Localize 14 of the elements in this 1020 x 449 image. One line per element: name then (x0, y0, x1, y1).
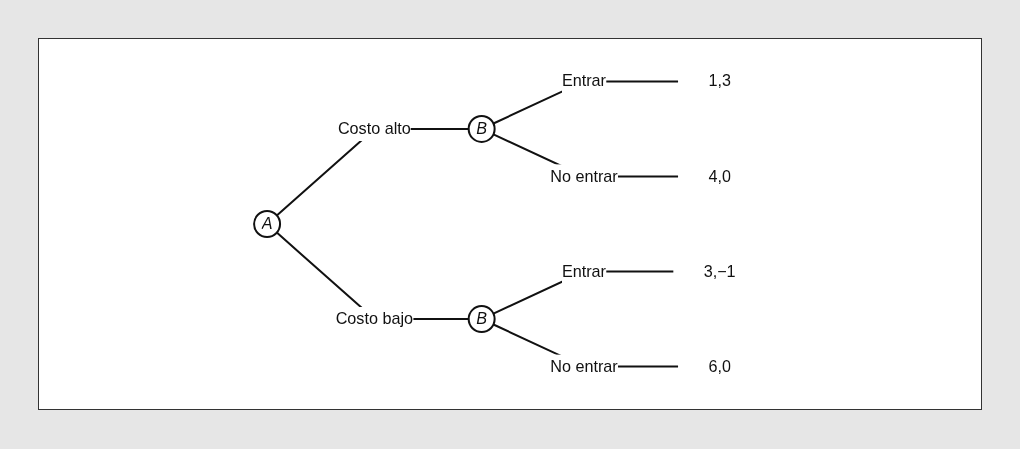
edge-label: Costo bajo (335, 309, 414, 328)
node-circle (253, 210, 282, 238)
diagram-panel: Costo alto Entrar No entrar Costo bajo Entrar No entrar A B 1,3 4,0 B 3,−1 6,0 (38, 38, 982, 410)
edge-label: No entrar (550, 357, 618, 375)
node-text: 3,−1 (703, 262, 736, 280)
node-text: 4,0 (708, 167, 731, 185)
edge-label: Entrar (561, 72, 606, 90)
node-text: 1,3 (708, 72, 731, 90)
node-circle (467, 114, 496, 143)
edge-label: No entrar (550, 167, 618, 185)
node-circle (467, 305, 496, 334)
edge-label: Costo alto (337, 119, 411, 138)
edge-label: Entrar (561, 262, 606, 280)
node-text: 6,0 (708, 357, 731, 375)
